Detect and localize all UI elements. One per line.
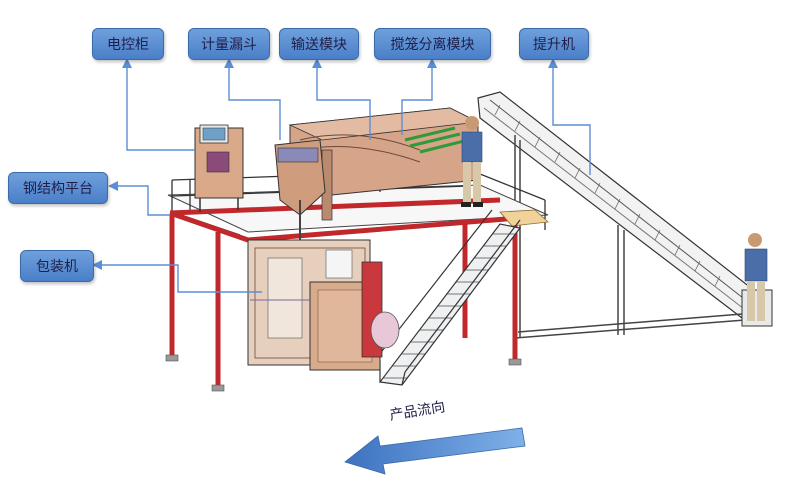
stirring-cage-green-parts bbox=[404, 126, 469, 154]
steel-structure-platform bbox=[165, 169, 549, 392]
conveying-module-machine bbox=[288, 107, 480, 221]
packaging-machine bbox=[247, 239, 400, 371]
label-metering-hopper: 计量漏斗 bbox=[188, 28, 270, 60]
label-conveying-module: 输送模块 bbox=[279, 28, 359, 60]
electric-cabinet-machine bbox=[194, 124, 244, 212]
metering-hopper-machine bbox=[274, 139, 326, 240]
worker-on-platform bbox=[461, 116, 483, 207]
label-packaging-machine: 包装机 bbox=[20, 250, 94, 282]
label-stirring-cage-separation-module: 搅笼分离模块 bbox=[374, 28, 491, 60]
worker-at-elevator bbox=[744, 233, 768, 321]
label-electric-cabinet: 电控柜 bbox=[92, 28, 164, 60]
callout-lines bbox=[95, 60, 591, 293]
callout-arrowheads bbox=[92, 58, 558, 270]
stairs bbox=[374, 209, 522, 386]
label-steel-structure-platform: 钢结构平台 bbox=[8, 172, 108, 204]
product-flow-arrow bbox=[344, 427, 526, 475]
label-elevator: 提升机 bbox=[519, 28, 589, 60]
